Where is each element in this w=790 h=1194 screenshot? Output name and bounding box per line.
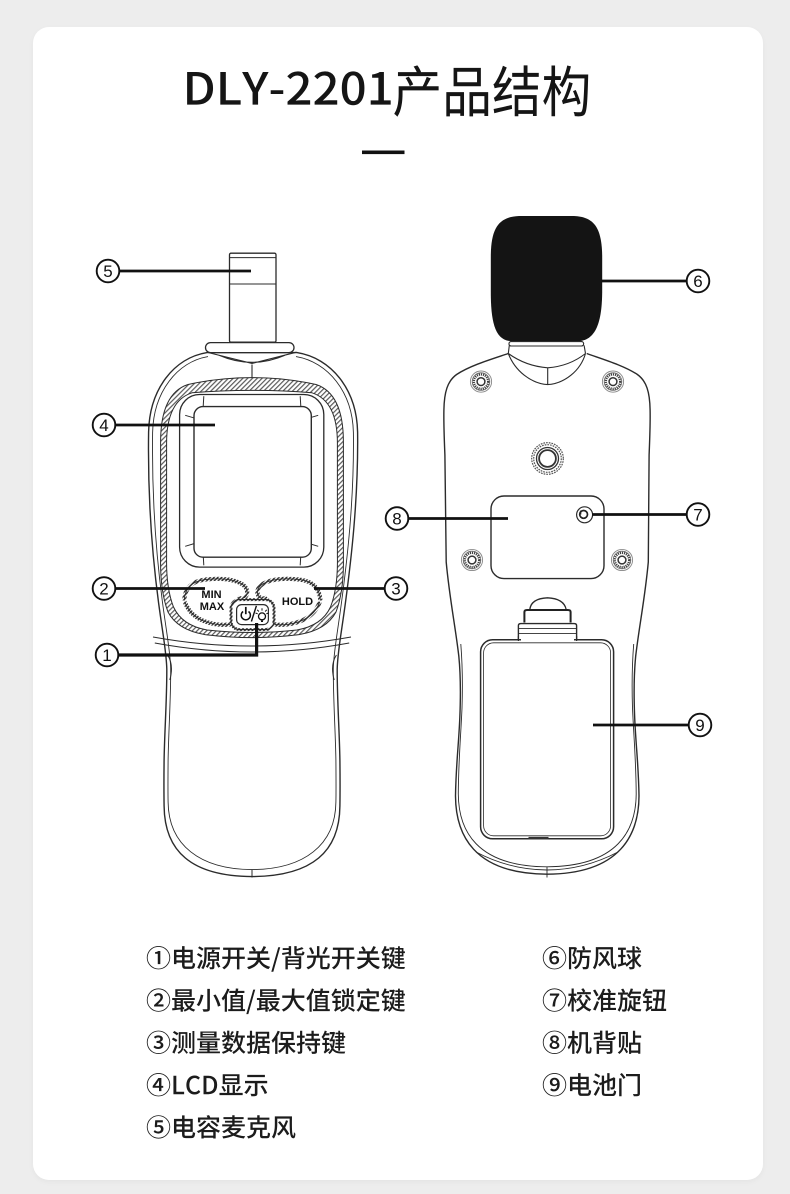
- svg-text:6: 6: [693, 272, 702, 291]
- svg-text:5: 5: [103, 262, 112, 281]
- svg-text:2: 2: [99, 580, 108, 599]
- svg-text:7: 7: [693, 506, 702, 525]
- svg-text:HOLD: HOLD: [282, 596, 313, 608]
- svg-text:8: 8: [392, 510, 401, 529]
- svg-text:9: 9: [695, 716, 704, 735]
- svg-text:MIN: MIN: [201, 589, 221, 601]
- svg-text:MAX: MAX: [200, 601, 225, 613]
- svg-text:1: 1: [102, 646, 111, 665]
- svg-text:3: 3: [391, 580, 400, 599]
- svg-text:4: 4: [99, 416, 108, 435]
